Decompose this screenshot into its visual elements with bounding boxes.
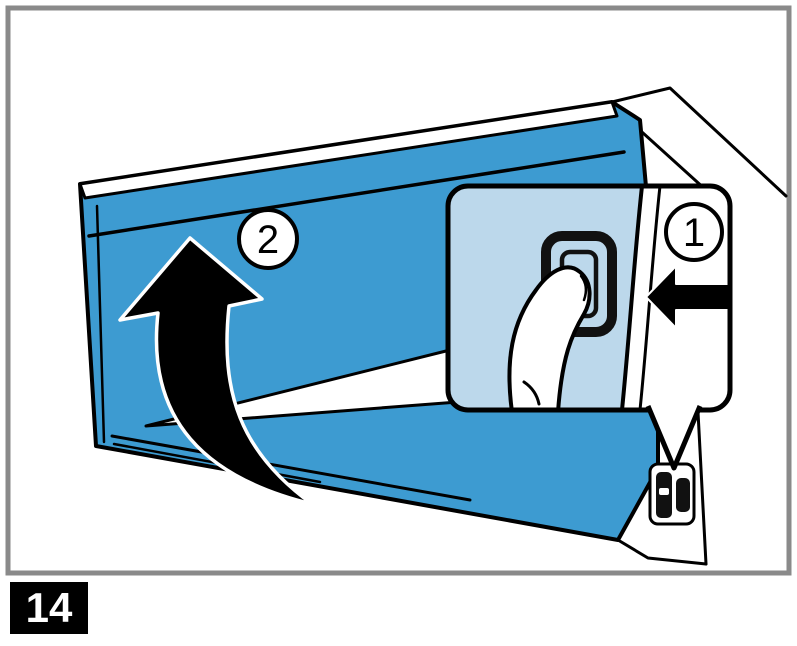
fingernail-line [579,274,588,302]
drawer-interior-line [87,150,626,238]
appliance-top-edge [610,86,788,198]
callout-contents [448,186,730,410]
press-arrow-icon [645,265,730,329]
step-number-badge: 14 [10,582,88,634]
finger-shape [507,265,592,410]
step-1-circle-shape [664,202,724,262]
drawer-rim [78,100,619,200]
callout-tail-fill [648,404,700,468]
step-1-label: 1 [683,211,705,255]
latch-catch [676,478,690,512]
drawer-interior-line [95,204,106,444]
knuckle-crease-line [522,380,541,406]
step-2-label: 2 [257,218,279,262]
step-1-circle: 1 [664,202,724,262]
appliance-side-edge [696,410,708,566]
latch [648,462,696,526]
callout-tail-outline [645,405,703,471]
finger-illustration [507,265,592,410]
step-number-box [10,582,88,634]
drawer-edge-line [620,186,644,410]
step-2-circle-shape [237,208,299,270]
drawer-interior-line [110,434,472,502]
latch-slot [659,488,669,495]
rotate-up-arrow-icon [118,236,314,506]
appliance-bottom-edge [616,538,708,566]
step-number: 14 [26,584,73,631]
callout-border [445,183,733,413]
step-2-circle: 2 [237,208,299,270]
callout-tail [645,404,703,471]
